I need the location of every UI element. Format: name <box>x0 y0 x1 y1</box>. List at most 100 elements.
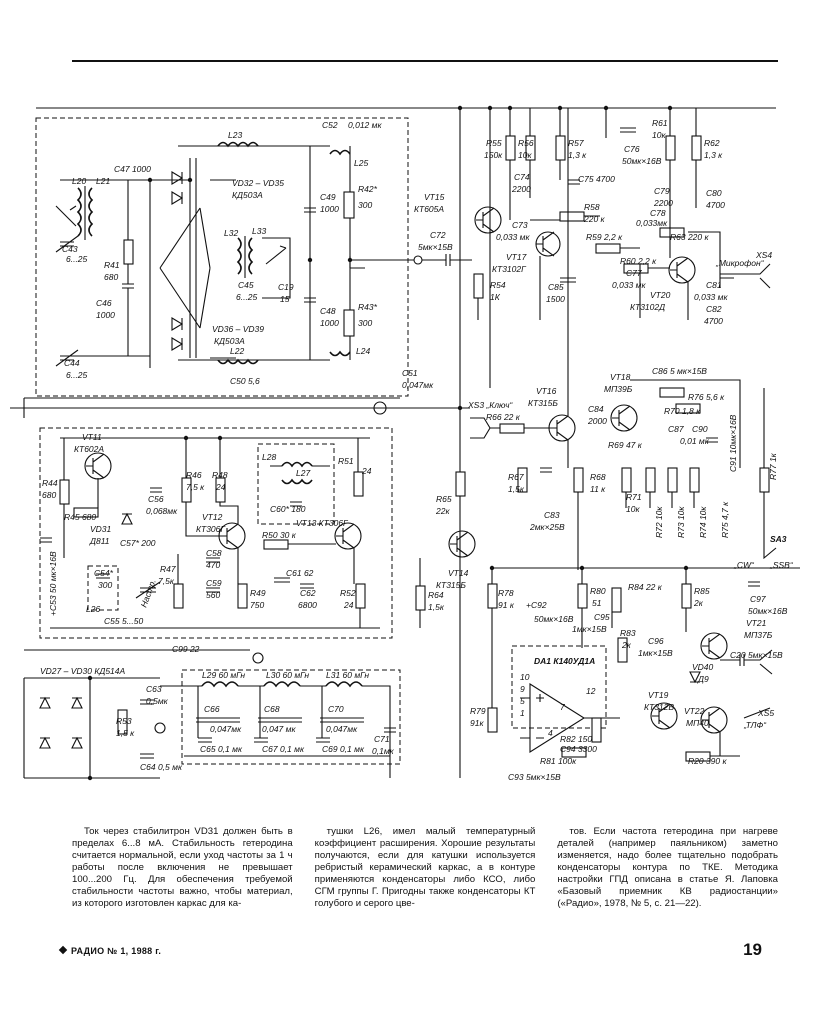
label-l32: L32 <box>224 228 238 238</box>
label-c77-value: 0,033 мк <box>612 280 646 290</box>
label-vt16: VT16 <box>536 386 557 396</box>
mic-amp <box>473 108 771 320</box>
label-sa3: SA3 <box>770 534 787 544</box>
label-vt17-type: КТ3102Г <box>492 264 527 274</box>
label-r67: R67 <box>508 472 524 482</box>
label-c97: C97 <box>750 594 766 604</box>
label-c60: C60* 180 <box>270 504 306 514</box>
label-r41: R41 <box>104 260 120 270</box>
label-r62: R62 <box>704 138 720 148</box>
magazine-issue: РАДИО № 1, 1988 г. <box>71 946 162 956</box>
da1-opamp <box>520 683 620 753</box>
label-r42: R42* <box>358 184 378 194</box>
label-vd40-type: Д9 <box>697 674 709 684</box>
label-ssb: „SSB“ <box>769 560 794 570</box>
label-r77: R77 1к <box>768 452 778 480</box>
label-r74: R74 10к <box>698 506 708 538</box>
label-r53-value: 1,5 к <box>116 728 135 738</box>
label-c93: C93 5мк×15В <box>508 772 561 782</box>
label-c46: C46 <box>96 298 112 308</box>
label-vt22-type: МП40 <box>686 718 709 728</box>
label-c20: C20 5мк×15В <box>730 650 783 660</box>
label-c63-value: 0,5мк <box>146 696 169 706</box>
label-c83: C83 <box>544 510 560 520</box>
label-c52-value: 0,012 мк <box>348 120 382 130</box>
article-column-2: тушки L26, имел малый температурный коэф… <box>314 826 536 909</box>
label-da1: DA1 К140УД1А <box>534 656 595 666</box>
label-c82-value: 4700 <box>704 316 723 326</box>
label-pin9: 9 <box>520 684 525 694</box>
label-c64: C64 0,5 мк <box>140 762 183 772</box>
label-l30: L30 60 мГн <box>266 670 309 680</box>
label-c44: C44 <box>64 358 80 368</box>
label-c59-value: 560 <box>206 590 220 600</box>
label-c61: C61 62 <box>286 568 314 578</box>
label-c83-value: 2мк×25В <box>529 522 565 532</box>
label-c65: C65 0,1 мк <box>200 744 243 754</box>
label-c74: C74 <box>514 172 530 182</box>
label-c55: C55 5...50 <box>104 616 143 626</box>
label-c71: C71 <box>374 734 390 744</box>
label-c69: C69 0,1 мк <box>322 744 365 754</box>
label-r83-value: 2к <box>621 640 632 650</box>
label-xs4: XS4 <box>755 250 772 260</box>
label-c78: C78 <box>650 208 666 218</box>
node-c99 <box>252 652 264 664</box>
label-c51: C51 <box>402 368 418 378</box>
label-r56: R56 <box>518 138 534 148</box>
keying-section <box>470 108 770 570</box>
label-vt19-type: КТ312В <box>644 702 674 712</box>
label-l25: L25 <box>354 158 368 168</box>
label-c78-value: 0,033мк <box>636 218 668 228</box>
label-r61: R61 <box>652 118 668 128</box>
label-r46: R46 <box>186 470 202 480</box>
label-r64-value: 1,5к <box>428 602 445 612</box>
label-c82: C82 <box>706 304 722 314</box>
label-vd36: VD36 – VD39 <box>212 324 264 334</box>
output-stage <box>415 471 800 762</box>
label-c94: C94 3300 <box>560 744 597 754</box>
label-vd32-type: КД503А <box>232 190 263 200</box>
label-r56-value: 10к <box>518 150 532 160</box>
label-r73: R73 10к <box>676 506 686 538</box>
label-c90: C90 <box>692 424 708 434</box>
label-cw: „CW“ <box>733 560 755 570</box>
article-column-1: Ток через стабилитрон VD31 должен быть в… <box>72 826 293 909</box>
label-c76-value: 50мк×16В <box>622 156 662 166</box>
label-c19-value: 15 <box>280 294 290 304</box>
mixer-block-frame <box>35 117 409 397</box>
label-l31: L31 60 мГн <box>326 670 369 680</box>
label-vd31-type: Д811 <box>89 536 110 546</box>
label-c90-value: 0,01 мк <box>680 436 710 446</box>
label-c58-value: 470 <box>206 560 220 570</box>
label-c62: C62 <box>300 588 316 598</box>
label-xs3: XS3 „Ключ“ <box>467 400 513 410</box>
label-l33: L33 <box>252 226 266 236</box>
mixer-block <box>55 141 365 368</box>
diamond-icon <box>58 945 68 955</box>
label-r52-value: 24 <box>343 600 354 610</box>
label-vt11: VT11 <box>82 432 102 442</box>
top-rule <box>72 60 778 62</box>
l26-block-frame <box>87 565 119 611</box>
vfo-block <box>40 437 380 629</box>
label-c85-value: 1500 <box>546 294 565 304</box>
label-pin5: 5 <box>520 696 525 706</box>
label-c49: C49 <box>320 192 336 202</box>
label-r63: R63 220 к <box>670 232 709 242</box>
vfo-block-frame <box>39 427 393 639</box>
label-pin7: 7 <box>560 702 565 712</box>
label-c56: C56 <box>148 494 164 504</box>
label-vd36-type: КД503А <box>214 336 245 346</box>
label-r72: R72 10к <box>654 506 664 538</box>
label-microphone: „Микрофон“ <box>715 258 765 268</box>
article-text: Ток через стабилитрон VD31 должен быть в… <box>72 826 778 910</box>
label-pin4: 4 <box>548 728 553 738</box>
label-r55-value: 150к <box>484 150 503 160</box>
label-r20: R20 390 к <box>688 756 727 766</box>
label-c53: +C53 50 мк×16В <box>48 551 58 616</box>
label-c47: C47 1000 <box>114 164 151 174</box>
label-vt15-type: КТ605А <box>414 204 444 214</box>
label-c70-value: 0,047мк <box>326 724 358 734</box>
label-c57: C57* 200 <box>120 538 156 548</box>
